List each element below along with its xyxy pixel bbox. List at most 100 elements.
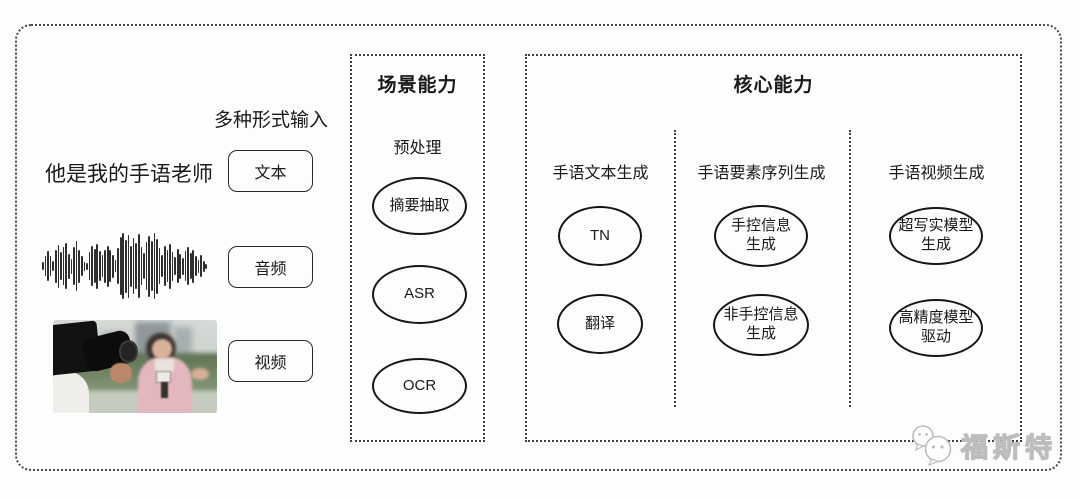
core-capability-panel: 核心能力 手语文本生成 TN 翻译 手语要素序列生成 手控信息 生成 非手控信息… [525, 54, 1022, 442]
node-label: OCR [402, 376, 437, 394]
scene-capability-title: 场景能力 [377, 75, 458, 96]
waveform-bar [156, 238, 158, 294]
waveform-bar [132, 238, 135, 294]
waveform-bar [192, 249, 195, 283]
node-ocr: OCR [372, 358, 467, 414]
node-label: 生成 [920, 236, 951, 253]
waveform-bar [67, 253, 70, 279]
input-type-box-text: 文本 [228, 150, 313, 192]
waveform-bar [125, 239, 127, 293]
waveform-bar [96, 243, 99, 289]
waveform-bar [130, 245, 132, 287]
waveform-bar [60, 252, 62, 280]
reporter-face [152, 338, 172, 360]
waveform-bar [148, 235, 151, 297]
scene-capability-panel: 场景能力 预处理 摘要抽取 ASR OCR [350, 54, 485, 442]
waveform-bar [150, 241, 153, 291]
core-capability-title: 核心能力 [733, 75, 814, 96]
waveform-bar [184, 251, 187, 281]
node-label: 高精度模型 [898, 309, 974, 327]
waveform-bar [101, 255, 104, 277]
waveform-bar [47, 251, 49, 281]
input-type-box-video: 视频 [228, 340, 313, 382]
waveform-bar [52, 261, 55, 271]
waveform-bar [80, 256, 83, 276]
reporter-hand [190, 368, 209, 381]
waveform-bar [171, 251, 174, 281]
waveform-bar [153, 233, 156, 299]
waveform-bar [163, 246, 166, 286]
waveform-bar [140, 247, 143, 285]
waveform-bar [169, 243, 171, 289]
node-label: 手控信息 [730, 217, 791, 235]
reporter-shirt [154, 359, 175, 374]
sign-video-generation-header: 手语视频生成 [888, 165, 985, 182]
node-summary-extraction: 摘要抽取 [372, 177, 467, 235]
input-type-label: 音频 [254, 261, 287, 278]
waveform-bar [57, 244, 60, 288]
node-label: 生成 [745, 325, 776, 342]
waveform-bar [189, 253, 192, 279]
node-translation: 翻译 [557, 294, 643, 354]
waveform-bar [119, 237, 122, 295]
waveform-bar [106, 245, 109, 287]
node-label: 翻译 [584, 314, 615, 332]
waveform-bar [137, 234, 140, 298]
waveform-bar [187, 247, 189, 285]
waveform-bar [54, 249, 57, 283]
node-label: 生成 [745, 236, 776, 253]
waveform-bar [75, 241, 78, 291]
node-label: TN [590, 226, 610, 244]
waveform-bar [174, 257, 176, 275]
waveform-bar [91, 246, 93, 286]
node-label: ASR [404, 285, 435, 303]
waveform-bar [117, 248, 119, 284]
sample-sentence-text: 他是我的手语老师 [45, 163, 213, 186]
waveform-bar [182, 257, 184, 275]
column-divider [674, 130, 676, 407]
photo-building-shape [174, 327, 193, 358]
waveform-bar [176, 249, 179, 283]
waveform-bar [109, 250, 112, 282]
node-label: 非手控信息 [723, 306, 799, 324]
node-tn: TN [558, 206, 642, 266]
input-forms-label: 多种形式输入 [213, 110, 328, 131]
waveform-bar [158, 248, 161, 284]
input-type-label: 文本 [254, 165, 287, 182]
column-sign-video-generation: 手语视频生成 超写实模型 生成 高精度模型 驱动 [849, 56, 1024, 440]
waveform-bar [200, 255, 202, 277]
waveform-bar [88, 252, 91, 280]
waveform-bar [166, 250, 169, 282]
waveform-bar [112, 254, 114, 278]
waveform-bar [179, 253, 182, 279]
diagram-border [15, 24, 1062, 471]
waveform-bar [65, 243, 68, 289]
node-hyperrealistic-model-generation: 超写实模型 生成 [889, 207, 983, 265]
node-high-precision-model-driving: 高精度模型 驱动 [889, 299, 983, 357]
waveform-bar [78, 249, 80, 283]
waveform-bar [62, 247, 65, 285]
waveform-bar [122, 233, 125, 299]
sign-element-sequence-header: 手语要素序列生成 [697, 165, 826, 182]
sign-text-generation-header: 手语文本生成 [552, 165, 649, 182]
photographer-shoulder [53, 372, 90, 413]
column-sign-element-sequence-generation: 手语要素序列生成 手控信息 生成 非手控信息 生成 [674, 56, 849, 440]
waveform-bar [99, 251, 101, 281]
waveform-bar [197, 259, 200, 273]
column-sign-text-generation: 手语文本生成 TN 翻译 [527, 56, 674, 440]
node-label: 摘要抽取 [389, 196, 450, 214]
waveform-bar [49, 256, 52, 276]
node-non-manual-info-generation: 非手控信息 生成 [713, 294, 809, 356]
input-type-label: 视频 [254, 355, 287, 372]
preprocess-label: 预处理 [393, 140, 442, 157]
waveform-bar [104, 249, 106, 283]
waveform-bar [42, 262, 44, 270]
node-asr: ASR [372, 265, 467, 324]
video-thumbnail [53, 320, 217, 413]
node-manual-info-generation: 手控信息 生成 [714, 205, 808, 267]
waveform-bar [93, 249, 96, 283]
column-divider [849, 130, 851, 407]
waveform-bar [195, 256, 197, 276]
node-label: 超写实模型 [898, 217, 974, 235]
